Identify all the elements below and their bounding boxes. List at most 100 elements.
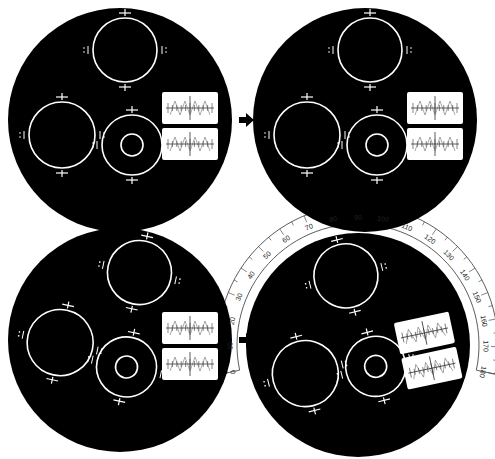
- field-disk: [8, 228, 232, 452]
- scale-tick: [185, 325, 186, 331]
- scale-tick: [168, 103, 169, 113]
- panel: [162, 128, 218, 160]
- dot: [328, 47, 330, 49]
- tick: [61, 93, 62, 100]
- scale-tick: [430, 141, 431, 147]
- scale-axis: [435, 96, 436, 120]
- ring-marks: [328, 9, 412, 91]
- flow-arrow: [239, 113, 254, 127]
- tick: [269, 131, 270, 139]
- scale-tick: [457, 139, 458, 149]
- scale-tick: [419, 331, 420, 337]
- inner-ring: [121, 134, 143, 156]
- tick: [342, 141, 343, 149]
- scale-number: 180: [479, 365, 488, 378]
- panels: [162, 312, 218, 380]
- tick: [91, 356, 93, 364]
- panels: [394, 311, 463, 389]
- dot: [165, 51, 167, 53]
- dot: [88, 356, 90, 358]
- tick: [61, 170, 62, 177]
- protractor-tick: [478, 280, 482, 282]
- field-disk: [253, 8, 477, 232]
- scale-tick: [190, 139, 191, 149]
- reticle-view: [8, 210, 232, 452]
- scale-axis: [190, 352, 191, 376]
- scale-tick: [409, 368, 411, 378]
- tick: [376, 106, 377, 113]
- protractor-tick: [489, 319, 495, 320]
- tick: [131, 106, 132, 113]
- scale-tick: [439, 141, 440, 147]
- scale-tick: [194, 105, 195, 111]
- tick: [131, 306, 132, 313]
- scale-tick: [168, 359, 169, 369]
- panel: [162, 312, 218, 344]
- scale-axis: [190, 132, 191, 156]
- field-disk: [246, 233, 470, 457]
- reticle-ring: [307, 237, 385, 315]
- protractor-tick: [234, 280, 238, 282]
- protractor-tick: [481, 293, 487, 296]
- protractor-tick: [469, 268, 475, 272]
- scale-tick: [190, 359, 191, 369]
- scale-zigzag: [403, 322, 445, 344]
- scale-tick: [402, 333, 404, 343]
- scale-tick: [190, 323, 191, 333]
- scale-tick: [185, 105, 186, 111]
- ring-marks: [90, 224, 189, 322]
- protractor-tick: [423, 222, 425, 226]
- panel: [162, 92, 218, 124]
- ring-marks: [19, 93, 105, 177]
- protractor-tick: [464, 257, 467, 260]
- reticle-ring: [102, 115, 162, 175]
- dot: [337, 142, 339, 144]
- reticle-ring: [265, 334, 345, 414]
- scale-axis: [429, 356, 434, 379]
- tick: [341, 361, 343, 369]
- scale-tick: [430, 105, 431, 111]
- scale-tick: [423, 367, 424, 373]
- tick: [88, 46, 89, 54]
- ring-marks: [92, 106, 172, 184]
- protractor-tick: [228, 293, 234, 296]
- dot: [92, 146, 94, 148]
- scale-tick: [452, 359, 454, 369]
- reticle-view: [8, 8, 232, 232]
- scale-tick: [194, 141, 195, 147]
- panel: [162, 348, 218, 380]
- scale-axis: [422, 321, 427, 344]
- dot: [99, 261, 101, 263]
- ring-marks: [83, 9, 167, 91]
- scale-tick: [457, 103, 458, 113]
- dot: [385, 267, 387, 269]
- reticle-view: [233, 225, 470, 457]
- ring-marks: [264, 93, 350, 177]
- scale-zigzag: [170, 137, 210, 151]
- panel: [401, 347, 462, 390]
- dot: [165, 47, 167, 49]
- dot: [87, 360, 89, 362]
- protractor-tick: [304, 216, 307, 222]
- protractor-tick: [241, 268, 247, 272]
- tick: [67, 302, 68, 309]
- tick: [97, 141, 98, 149]
- dot: [410, 47, 412, 49]
- tick: [24, 131, 25, 139]
- reticle-ring: [347, 115, 407, 175]
- dot: [264, 385, 266, 387]
- scale-panel: [407, 92, 463, 124]
- dot: [410, 51, 412, 53]
- panel: [407, 92, 463, 124]
- tick: [102, 261, 104, 269]
- dot: [336, 373, 338, 375]
- scale-zigzag: [415, 137, 455, 151]
- scale-tick: [436, 364, 437, 370]
- scale-number: 170: [482, 341, 489, 353]
- reticle-pattern: [19, 9, 172, 184]
- dot: [337, 377, 339, 379]
- scale-tick: [194, 325, 195, 331]
- flow-arrow: [239, 333, 254, 347]
- scale-tick: [413, 139, 414, 149]
- panels: [162, 92, 218, 160]
